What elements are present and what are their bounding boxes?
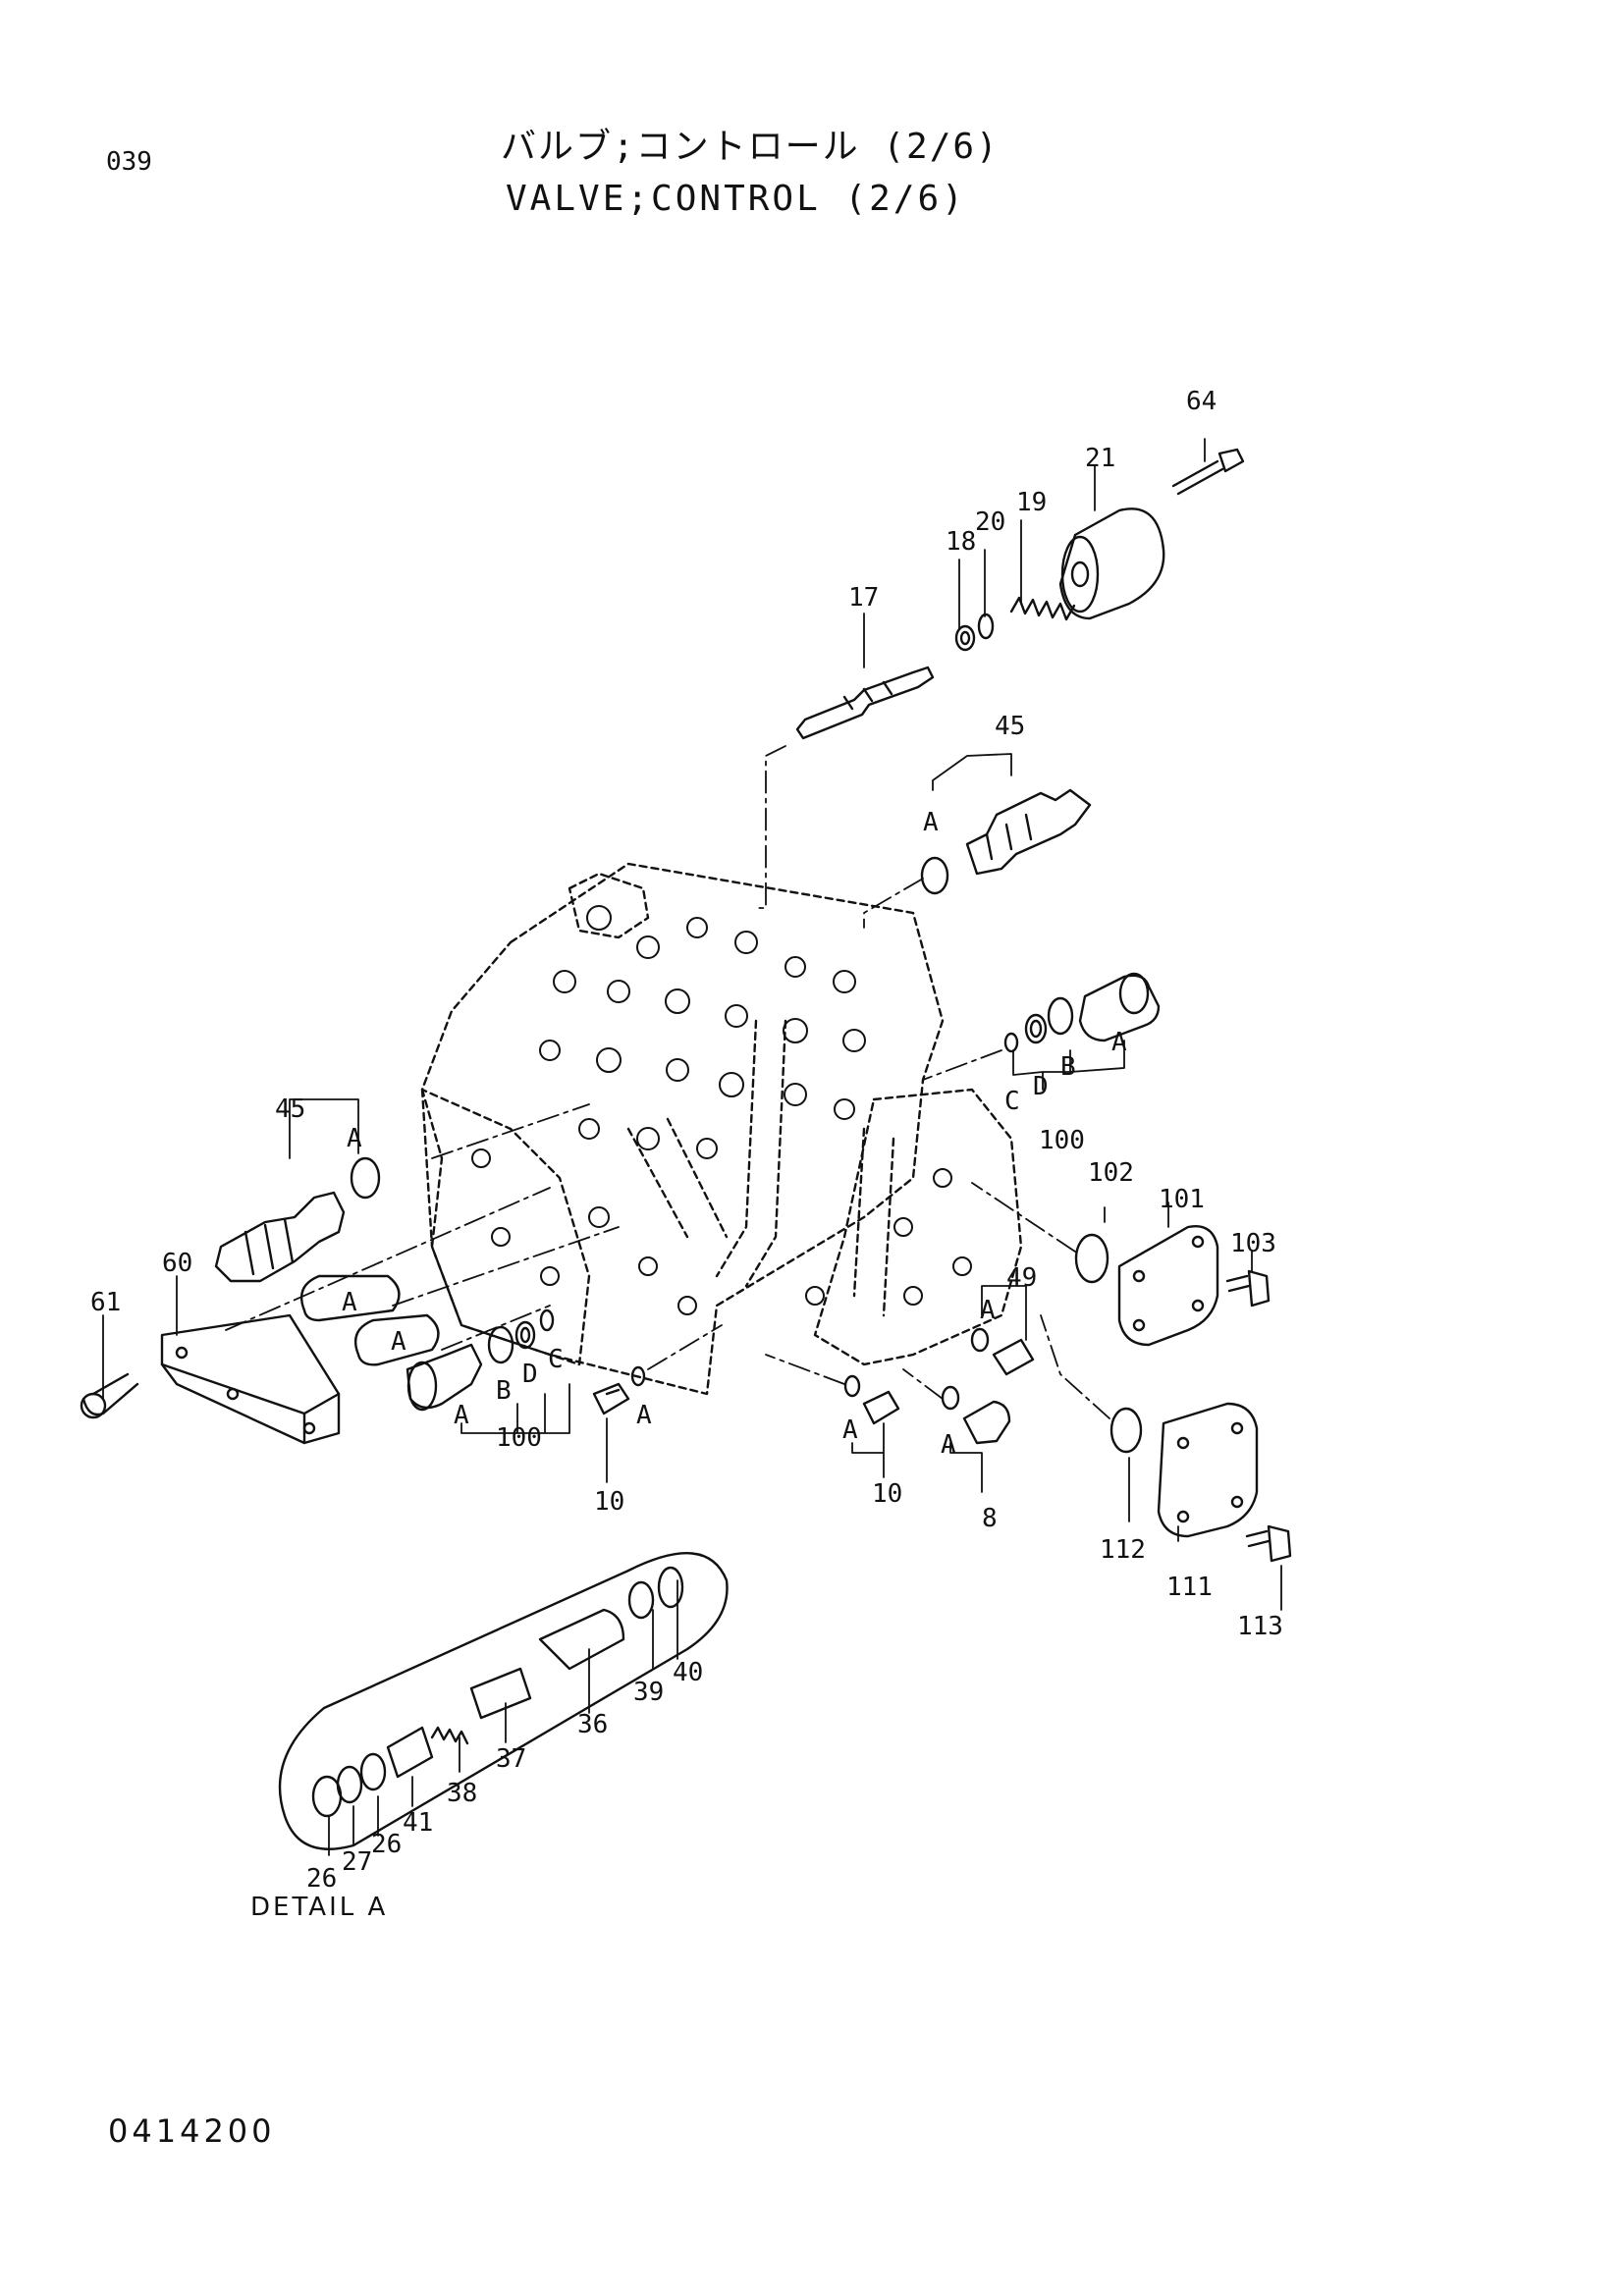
- o-ring-a-left: [350, 1156, 381, 1200]
- ring-d-left: [514, 1320, 536, 1350]
- callout-c-100-left: C: [548, 1345, 564, 1374]
- callout-100-right: 100: [1039, 1126, 1085, 1155]
- o-ring-a-top: [920, 856, 949, 895]
- callout-b-100-left: B: [496, 1376, 512, 1406]
- bolt-64: [1171, 448, 1245, 496]
- oval-label-a-1: A: [342, 1288, 357, 1317]
- callout-38: 38: [447, 1779, 477, 1808]
- o-ring-b-left: [487, 1325, 514, 1364]
- ring-c-right: [1003, 1032, 1019, 1053]
- callout-b-100-right: B: [1060, 1052, 1076, 1082]
- callout-10-mid: 10: [872, 1479, 902, 1509]
- callout-100-left: 100: [496, 1423, 542, 1453]
- callout-d-100-right: D: [1033, 1072, 1049, 1101]
- cap-21: [1058, 507, 1165, 620]
- washer-18: [954, 624, 976, 652]
- callout-d-100-left: D: [522, 1360, 538, 1389]
- callout-20: 20: [975, 507, 1005, 537]
- plug-100-left: [406, 1308, 555, 1412]
- callout-a-45-top: A: [923, 808, 939, 837]
- callout-19: 19: [1016, 488, 1047, 517]
- detail-a-callout-ovals: [299, 1274, 440, 1366]
- callout-41: 41: [403, 1808, 433, 1838]
- bolt-103: [1225, 1269, 1271, 1308]
- callout-17: 17: [848, 583, 879, 613]
- callout-102: 102: [1088, 1158, 1134, 1188]
- detail-a-enclosure: [278, 1552, 729, 1850]
- plug-100-right: [1003, 972, 1161, 1053]
- callout-45-top: 45: [995, 712, 1025, 741]
- callout-10-left: 10: [594, 1487, 624, 1517]
- page-title-japanese: バルブ;コントロール (2/6): [501, 127, 1000, 167]
- callout-26-b: 26: [371, 1830, 402, 1859]
- small-plugs: [592, 1327, 1035, 1445]
- o-ring-112: [1109, 1407, 1143, 1454]
- callout-60: 60: [162, 1249, 192, 1278]
- callout-101: 101: [1159, 1185, 1205, 1214]
- drawing-code: 0414200: [108, 2112, 276, 2150]
- callout-64: 64: [1186, 387, 1217, 416]
- relief-valve-45-left: [214, 1156, 381, 1283]
- flange-101: [1074, 1225, 1271, 1347]
- callout-112: 112: [1100, 1535, 1146, 1565]
- plug-10-mid: [862, 1390, 900, 1425]
- callout-27: 27: [342, 1847, 372, 1877]
- callout-a-8: A: [941, 1430, 956, 1460]
- callout-a-100-right: A: [1111, 1028, 1127, 1057]
- ring-c-left: [539, 1308, 555, 1332]
- callout-26-a: 26: [306, 1864, 337, 1894]
- spring-19: [1009, 596, 1076, 621]
- callout-113: 113: [1237, 1612, 1283, 1641]
- callout-a-10-mid: A: [842, 1415, 858, 1445]
- callout-37: 37: [496, 1744, 526, 1774]
- callout-a-10-left: A: [636, 1401, 652, 1430]
- callout-18: 18: [946, 527, 976, 557]
- oval-label-a-2: A: [391, 1327, 406, 1357]
- callout-a-49: A: [980, 1296, 996, 1325]
- callout-labels: 64 21 19 20 18 17 45 A A B C D 100 45 A …: [90, 387, 1283, 1894]
- spool-17: [795, 666, 935, 740]
- detail-a-label: DETAIL A: [250, 1893, 389, 1922]
- o-ring-20: [977, 613, 995, 640]
- callout-c-100-right: C: [1004, 1087, 1020, 1116]
- callout-103: 103: [1230, 1229, 1276, 1258]
- callout-49: 49: [1006, 1263, 1037, 1293]
- page-number: 039: [106, 147, 152, 177]
- o-ring-102: [1074, 1233, 1109, 1284]
- plug-10-left: [592, 1382, 630, 1415]
- callout-111: 111: [1166, 1573, 1213, 1602]
- page-title-english: VALVE;CONTROL (2/6): [506, 179, 966, 219]
- callout-a-45-left: A: [347, 1124, 362, 1153]
- plug-49: [992, 1338, 1035, 1376]
- bolt-113: [1245, 1524, 1292, 1563]
- callout-40: 40: [673, 1658, 703, 1687]
- callout-8: 8: [982, 1504, 998, 1533]
- leader-lines: [102, 438, 1282, 1856]
- control-valve-body: [420, 862, 1023, 1396]
- callout-45-left: 45: [275, 1095, 305, 1124]
- callout-36: 36: [577, 1710, 608, 1739]
- plug-8: [962, 1400, 1011, 1445]
- callout-a-100-left: A: [454, 1401, 469, 1430]
- callout-21: 21: [1085, 444, 1115, 473]
- callout-61: 61: [90, 1288, 121, 1317]
- callout-39: 39: [633, 1678, 664, 1707]
- relief-valve-45-top: [920, 788, 1092, 895]
- ring-d-right: [1024, 1013, 1048, 1044]
- spool-assembly: [795, 448, 1245, 740]
- flange-111: [1109, 1402, 1292, 1563]
- cover-60: [80, 1313, 341, 1445]
- o-ring-b-right: [1047, 996, 1074, 1036]
